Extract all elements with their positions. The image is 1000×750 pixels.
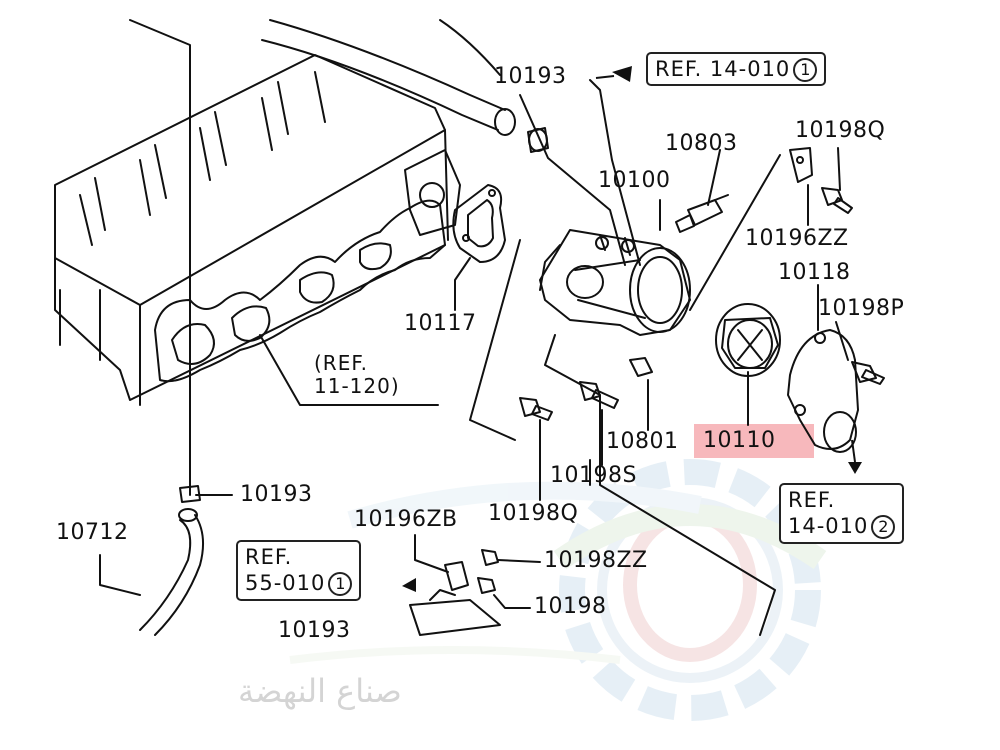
bolt-10198Q-top-icon: [821, 187, 853, 214]
ref-11-120-line1: (REF.: [314, 351, 368, 375]
thermostat-10110-icon: [715, 303, 781, 377]
ref-circle-1: 1: [793, 58, 818, 82]
part-label-10193-mid[interactable]: 10193: [240, 482, 313, 507]
ref-14-010-2-line1: REF.: [788, 488, 836, 512]
part-label-10198Q-bottom[interactable]: 10198Q: [488, 501, 579, 526]
watermark-logo-icon: [289, 459, 827, 721]
bolt-10198ZZ-icon: [481, 549, 499, 566]
thermostat-housing-10100-icon: [539, 229, 691, 336]
part-label-10196ZZ[interactable]: 10196ZZ: [745, 226, 849, 251]
part-label-10712[interactable]: 10712: [56, 520, 129, 545]
part-label-10117[interactable]: 10117: [404, 311, 477, 336]
part-label-10801[interactable]: 10801: [606, 429, 679, 454]
bracket-10196ZB-icon: [444, 561, 469, 591]
bolt-10198P-icon: [851, 361, 885, 385]
part-label-10193-top[interactable]: 10193: [494, 64, 567, 89]
ref-55-010-1-line1: REF.: [245, 545, 293, 569]
part-label-10198[interactable]: 10198: [534, 594, 607, 619]
upper-pipe-icon: [261, 19, 516, 136]
ref-circle-2: 2: [871, 515, 896, 540]
ref-55-010-1-line2: 55-010: [245, 571, 326, 596]
part-label-10198ZZ[interactable]: 10198ZZ: [544, 548, 648, 573]
part-label-10193-bottom[interactable]: 10193: [278, 618, 351, 643]
water-outlet-10118-icon: [787, 329, 859, 453]
ref-11-120-line2: 11-120): [314, 374, 400, 398]
part-label-10110[interactable]: 10110: [703, 428, 776, 453]
lower-assembly-icon: [409, 589, 501, 636]
part-label-10198Q-top[interactable]: 10198Q: [795, 118, 886, 143]
part-label-10198P[interactable]: 10198P: [818, 296, 905, 321]
nut-10193-top-icon: [527, 127, 549, 153]
bracket-10196ZZ-icon: [789, 147, 813, 183]
bolt-10198-icon: [477, 577, 496, 594]
ref-arrows-icon: [402, 66, 862, 592]
bolt-10801-icon: [629, 357, 653, 377]
sensor-10803-icon: [675, 194, 729, 233]
part-label-10100[interactable]: 10100: [598, 168, 671, 193]
watermark-text: صناع النهضة: [238, 672, 402, 710]
bolt-10198Q-bottom-icon: [519, 397, 553, 421]
part-label-10118[interactable]: 10118: [778, 260, 851, 285]
part-label-10198S[interactable]: 10198S: [550, 463, 637, 488]
part-label-10196ZB[interactable]: 10196ZB: [354, 507, 458, 532]
gasket-10117-icon: [452, 184, 506, 263]
ref-14-010-1-text: REF. 14-010: [655, 57, 791, 81]
part-label-10803[interactable]: 10803: [665, 131, 738, 156]
ref-11-120[interactable]: (REF. 11-120): [314, 352, 400, 398]
ref-circle-55: 1: [328, 572, 353, 597]
ref-14-010-2-line2: 14-010: [788, 514, 869, 539]
highlight-10110: [694, 424, 814, 458]
hose-10712-icon: [139, 485, 205, 636]
